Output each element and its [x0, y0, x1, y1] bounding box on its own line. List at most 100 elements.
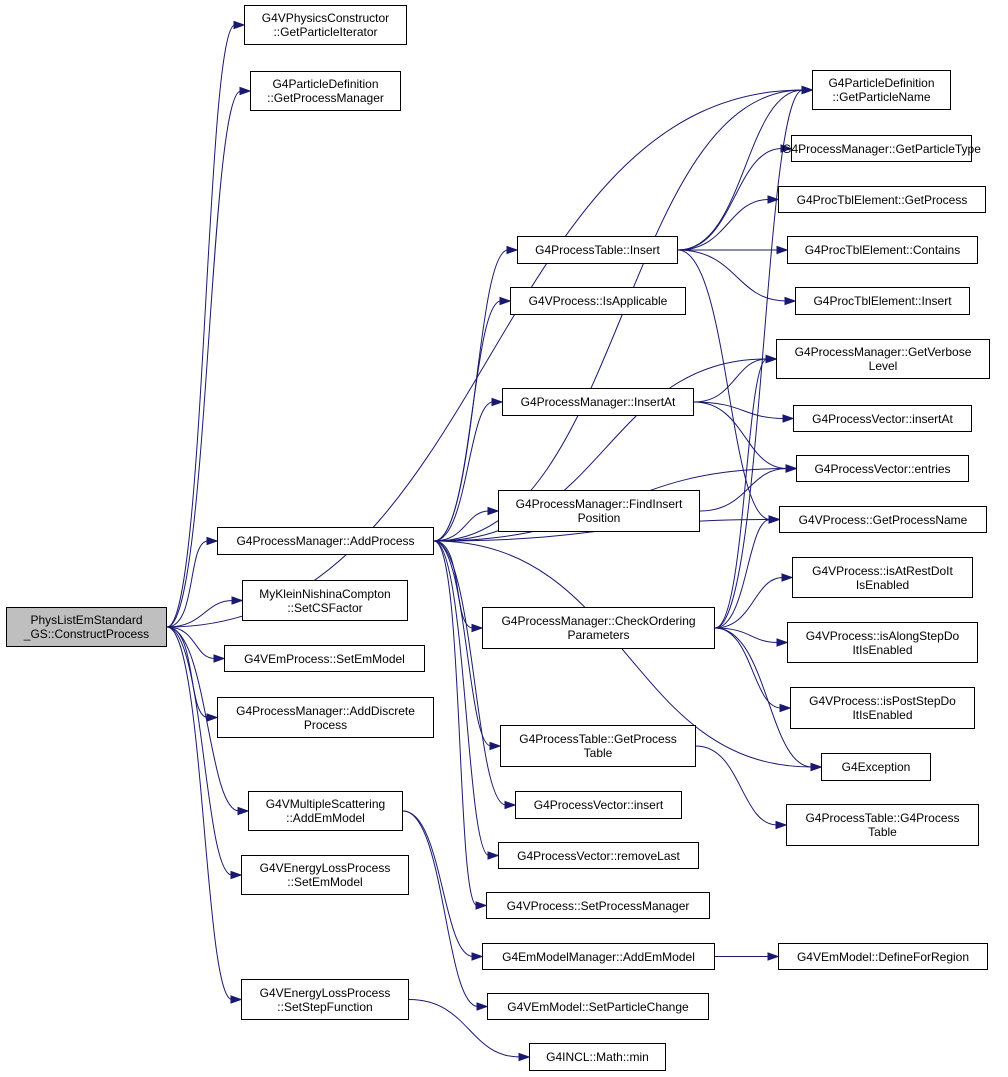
call-edge [433, 540, 478, 906]
node-emprocess-setemmodel[interactable]: G4VEmProcess::SetEmModel [224, 645, 425, 672]
call-edge-arrowhead [767, 952, 780, 961]
node-el-setemmodel[interactable]: G4VEnergyLossProcess ::SetEmModel [241, 855, 409, 895]
node-ms-addemmodel[interactable]: G4VMultipleScattering ::AddEmModel [248, 791, 403, 831]
call-edge-arrowhead [765, 354, 778, 364]
node-defineforregion[interactable]: G4VEmModel::DefineForRegion [778, 943, 988, 970]
node-processtable-insert[interactable]: G4ProcessTable::Insert [517, 236, 678, 264]
node-getparticleiterator[interactable]: G4VPhysicsConstructor ::GetParticleItera… [244, 5, 407, 45]
call-edge-arrowhead [810, 762, 823, 772]
call-edge-arrowhead [768, 515, 781, 524]
node-proctbl-insert[interactable]: G4ProcTblElement::Insert [795, 287, 970, 315]
node-getverboselevel[interactable]: G4ProcessManager::GetVerbose Level [776, 339, 990, 379]
call-edge [699, 468, 788, 512]
call-edge-arrowhead [475, 901, 488, 910]
call-edge-arrowhead [237, 806, 250, 816]
call-edge-arrowhead [776, 245, 789, 255]
call-edge [714, 577, 784, 629]
call-edge-arrowhead [487, 506, 500, 516]
node-addprocess[interactable]: G4ProcessManager::AddProcess [217, 527, 434, 555]
node-setcsfactor[interactable]: MyKleinNishinaCompton ::SetCSFactor [242, 580, 408, 621]
call-edge [166, 626, 233, 876]
call-edge-arrowhead [801, 85, 814, 95]
call-edge-arrowhead [230, 995, 243, 1004]
node-setprocessmanager[interactable]: G4VProcess::SetProcessManager [486, 892, 710, 919]
call-edge-arrowhead [471, 623, 484, 633]
call-edge [433, 540, 507, 806]
call-edge [433, 540, 474, 629]
node-setstepfunction[interactable]: G4VEnergyLossProcess ::SetStepFunction [241, 979, 409, 1020]
node-findinsertposition[interactable]: G4ProcessManager::FindInsert Position [498, 490, 700, 532]
call-edge [693, 401, 785, 419]
node-vector-insert[interactable]: G4ProcessVector::insert [515, 791, 682, 819]
call-edge [166, 540, 209, 628]
call-edge-arrowhead [504, 800, 517, 810]
call-edge [695, 745, 778, 826]
call-edge [714, 519, 771, 629]
call-edge-arrowhead [476, 1002, 489, 1011]
node-proctbl-contains[interactable]: G4ProcTblElement::Contains [787, 236, 978, 264]
node-insertat[interactable]: G4ProcessManager::InsertAt [502, 388, 694, 416]
call-edge-arrowhead [779, 703, 792, 713]
call-edge [433, 510, 490, 542]
call-edge-arrowhead [810, 762, 823, 772]
node-processtable-ctor[interactable]: G4ProcessTable::G4Process Table [786, 804, 979, 846]
call-edge-arrowhead [784, 296, 797, 306]
call-edge-arrowhead [489, 741, 502, 751]
node-adddiscrete[interactable]: G4ProcessManager::AddDiscrete Process [217, 697, 434, 738]
call-edge [433, 540, 490, 856]
call-edge [166, 626, 209, 718]
call-edge-arrowhead [767, 195, 780, 204]
call-edge-arrowhead [491, 397, 504, 407]
node-modelmgr-addemmodel[interactable]: G4EmModelManager::AddEmModel [482, 943, 715, 970]
call-edge [714, 627, 782, 709]
call-edge [402, 810, 479, 1007]
node-isapplicable[interactable]: G4VProcess::IsApplicable [510, 287, 686, 315]
call-edge [166, 600, 234, 628]
call-edge-arrowhead [206, 536, 219, 546]
node-root: PhysListEmStandard _GS::ConstructProcess [6, 607, 167, 647]
call-edge [433, 300, 502, 542]
call-edge-arrowhead [239, 86, 252, 96]
call-edge-arrowhead [768, 515, 781, 524]
call-edge-arrowhead [801, 85, 814, 95]
call-edge [677, 148, 783, 251]
call-edge-arrowhead [765, 354, 778, 364]
call-edge-arrowhead [785, 464, 798, 473]
node-removelast[interactable]: G4ProcessVector::removeLast [498, 842, 699, 869]
call-edge [714, 627, 779, 643]
node-getprocessname[interactable]: G4VProcess::GetProcessName [779, 506, 987, 533]
node-exception[interactable]: G4Exception [821, 753, 931, 781]
node-isatrestdoit[interactable]: G4VProcess::isAtRestDoIt IsEnabled [792, 557, 973, 598]
call-edge [677, 199, 770, 251]
call-edge [714, 358, 768, 629]
node-vector-insertat[interactable]: G4ProcessVector::insertAt [793, 405, 972, 432]
node-entries[interactable]: G4ProcessVector::entries [796, 455, 969, 482]
call-edge-arrowhead [518, 1052, 531, 1062]
node-proctbl-getprocess[interactable]: G4ProcTblElement::GetProcess [778, 186, 986, 213]
call-edge-arrowhead [782, 414, 795, 423]
node-math-min[interactable]: G4INCL::Math::min [529, 1043, 666, 1071]
call-edge [693, 358, 768, 403]
node-checkordering[interactable]: G4ProcessManager::CheckOrdering Paramete… [482, 607, 715, 649]
call-edge-arrowhead [230, 870, 243, 880]
call-edge-arrowhead [775, 820, 788, 830]
node-getparticletype[interactable]: G4ProcessManager::GetParticleType [782, 135, 981, 162]
call-edge-arrowhead [206, 713, 219, 722]
call-edge-arrowhead [781, 573, 794, 582]
call-edge-arrowhead [506, 245, 519, 255]
node-getprocessmanager[interactable]: G4ParticleDefinition ::GetProcessManager [250, 71, 401, 111]
call-edge-arrowhead [768, 515, 781, 524]
node-getprocesstable[interactable]: G4ProcessTable::GetProcess Table [500, 725, 696, 767]
node-ispoststep[interactable]: G4VProcess::isPostStepDo ItIsEnabled [790, 687, 975, 729]
node-getparticlename[interactable]: G4ParticleDefinition ::GetParticleName [812, 70, 951, 110]
node-setparticlechange[interactable]: G4VEmModel::SetParticleChange [487, 993, 709, 1020]
call-edge-arrowhead [499, 296, 512, 306]
call-edge [433, 249, 509, 542]
call-edge-arrowhead [487, 851, 500, 860]
call-edge-arrowhead [785, 464, 798, 473]
call-edge-arrowhead [471, 952, 484, 961]
call-edge [433, 89, 804, 542]
call-edge [402, 810, 474, 957]
call-edge-arrowhead [785, 464, 798, 473]
node-isalongstep[interactable]: G4VProcess::isAlongStepDo ItIsEnabled [787, 622, 978, 663]
